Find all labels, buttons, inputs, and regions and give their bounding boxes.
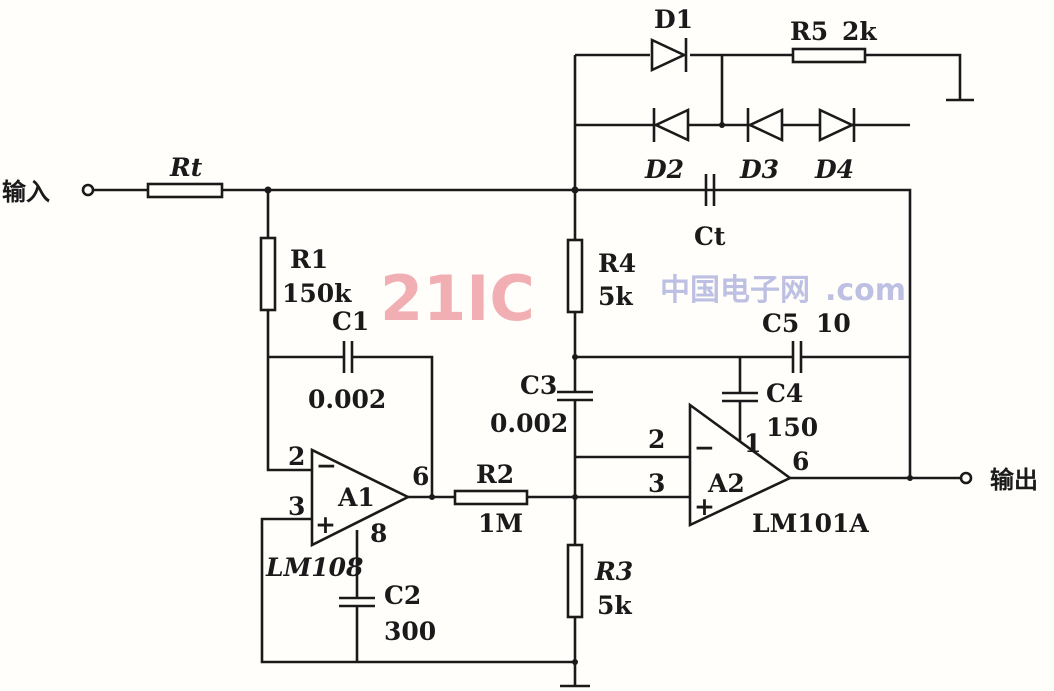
pin-a1-8: 8 [370, 519, 387, 548]
label-c1: C1 [332, 307, 369, 336]
input-label: 输入 [2, 178, 50, 206]
labels: Rt R1 150k C1 0.002 R4 5k C3 0.002 C5 10… [169, 5, 877, 646]
pin-a2-6: 6 [792, 447, 809, 476]
pin-a1-plus: + [315, 510, 336, 539]
output-label: 输出 [990, 466, 1038, 494]
label-r4-value: 5k [598, 282, 633, 311]
label-c2-value: 300 [384, 617, 436, 646]
capacitor-ct [704, 174, 716, 206]
label-c1-value: 0.002 [308, 385, 386, 414]
diode-d4 [818, 107, 856, 143]
pin-labels: 2 3 6 8 − + 2 3 6 1 − + [288, 425, 809, 548]
label-a2: A2 [707, 469, 745, 498]
capacitor-c3 [557, 390, 593, 402]
watermark: 21IC 中国电子网 .com [380, 262, 906, 335]
label-c5-value: 10 [816, 309, 851, 338]
capacitor-c2 [339, 596, 375, 608]
pin-a1-6: 6 [412, 462, 429, 491]
label-rt: Rt [169, 153, 203, 182]
junctions [264, 122, 913, 665]
watermark-site: 中国电子网 [660, 273, 810, 308]
watermark-logo: 21IC [380, 262, 535, 335]
label-d4: D4 [814, 155, 854, 184]
output-terminal [959, 471, 973, 485]
resistor-r1 [259, 236, 277, 312]
pin-a2-2: 2 [648, 425, 665, 454]
label-c3: C3 [520, 371, 557, 400]
label-d2: D2 [644, 155, 684, 184]
label-r3: R3 [594, 557, 633, 586]
diode-d3 [746, 107, 784, 143]
opamp-a2 [688, 402, 793, 528]
label-r2-value: 1M [478, 509, 523, 538]
label-c4: C4 [766, 379, 803, 408]
label-r2: R2 [476, 460, 514, 489]
label-r5-value: 2k [842, 17, 877, 46]
resistor-r4 [566, 238, 584, 314]
pin-a2-plus: + [694, 492, 715, 521]
label-c2: C2 [384, 581, 421, 610]
label-d1: D1 [654, 5, 693, 34]
capacitor-c5 [791, 341, 803, 373]
label-a1: A1 [337, 483, 375, 512]
label-a1-part: LM108 [265, 553, 363, 582]
resistor-r2 [453, 489, 529, 506]
pin-a1-minus: − [316, 451, 337, 480]
label-c3-value: 0.002 [490, 409, 568, 438]
resistor-rt [146, 182, 224, 199]
label-r4: R4 [598, 249, 636, 278]
input-terminal [81, 183, 95, 197]
label-c4-value: 150 [766, 413, 818, 442]
label-r3-value: 5k [597, 591, 632, 620]
resistor-r5 [791, 47, 867, 64]
opamp-a1 [310, 447, 411, 548]
label-ct: Ct [694, 222, 726, 251]
pin-a1-2: 2 [288, 442, 305, 471]
pin-a1-3: 3 [288, 492, 305, 521]
label-r1-value: 150k [282, 279, 352, 308]
watermark-domain: .com [825, 273, 906, 308]
pin-a2-3: 3 [648, 469, 665, 498]
label-c5: C5 [762, 309, 799, 338]
label-a2-part: LM101A [752, 509, 869, 538]
pin-a2-minus: − [694, 433, 715, 462]
label-r1: R1 [290, 245, 328, 274]
capacitor-c1 [342, 341, 354, 373]
pin-a2-1: 1 [744, 429, 761, 458]
capacitor-c4 [722, 391, 758, 403]
label-d3: D3 [739, 155, 779, 184]
diode-d1 [650, 37, 688, 73]
resistor-r3 [566, 543, 584, 619]
diode-d2 [652, 107, 690, 143]
label-r5: R5 [790, 17, 828, 46]
